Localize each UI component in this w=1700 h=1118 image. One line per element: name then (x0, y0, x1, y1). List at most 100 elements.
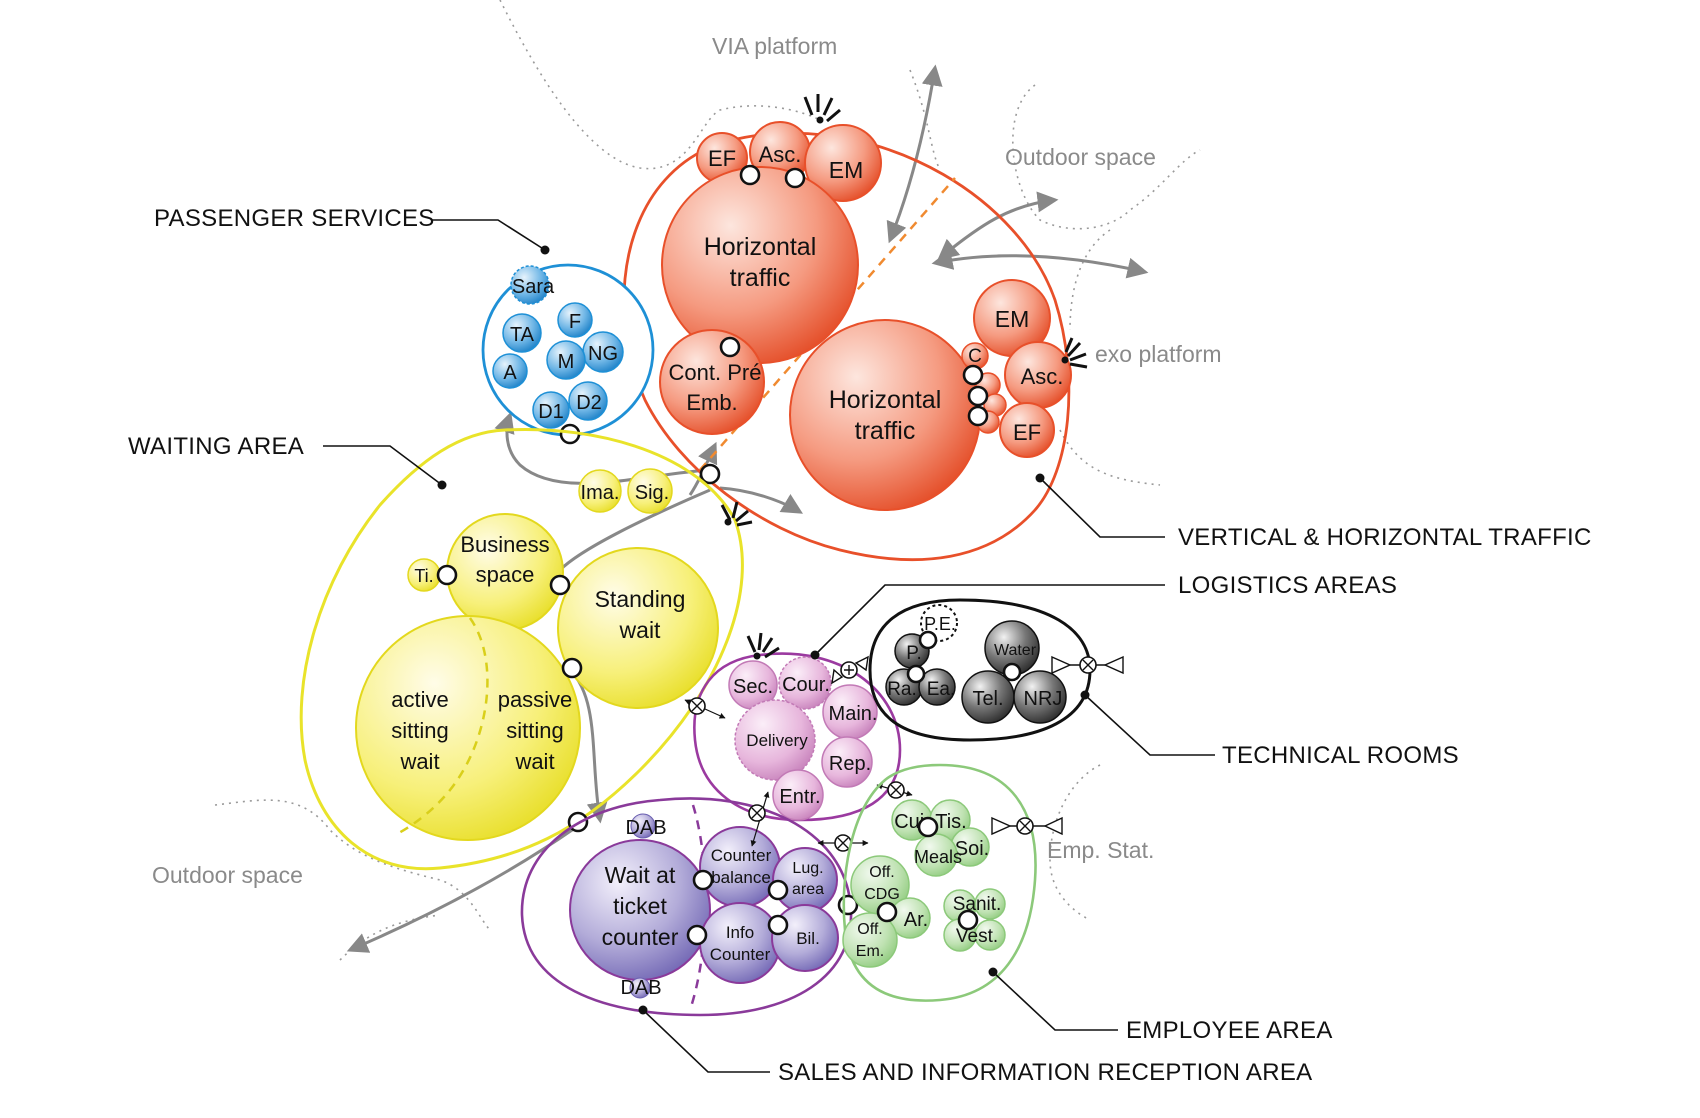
dab-top-label: DAB (625, 817, 666, 839)
passenger-services-zone: Sara TA F NG M A D1 D2 (481, 263, 655, 445)
traffic-node-c (962, 364, 984, 386)
traffic-node-asc-em (784, 167, 806, 189)
soi-label: Soi. (955, 838, 989, 860)
callout-passenger-services: PASSENGER SERVICES (154, 205, 435, 232)
tis-label: Tis. (935, 811, 966, 833)
cour-bubble (778, 656, 832, 710)
sig-bubble (627, 468, 673, 514)
nrj-label: NRJ (1024, 688, 1063, 710)
sec-label: Sec. (733, 676, 773, 698)
d1-label: D1 (538, 401, 564, 423)
m-bubble (546, 340, 586, 380)
callout-employee: EMPLOYEE AREA (1126, 1017, 1333, 1044)
entr-bubble (772, 769, 824, 821)
counter-balance-bubble (699, 826, 781, 908)
access-marker-via-icon (803, 94, 841, 123)
emp-stat-label: Emp. Stat. (1047, 837, 1154, 863)
traffic-node-3 (967, 405, 989, 427)
bil-label: Bil. (796, 929, 820, 948)
ef-right-label: EF (1013, 420, 1041, 445)
employee-boundary (842, 763, 1037, 1002)
ti-label: Ti. (414, 566, 433, 586)
lug-area-bubble (772, 847, 838, 913)
ar-label: Ar. (904, 909, 928, 931)
waiting-boundary (299, 427, 744, 871)
boundary-via-left (499, 0, 821, 170)
f-label: F (569, 311, 581, 333)
bil-bubble (771, 904, 839, 972)
arrow-outdoor-2 (931, 249, 1149, 279)
technical-node-pe (918, 630, 938, 650)
ef-top-label: EF (708, 146, 736, 171)
lug-area-label: Lug.area (792, 860, 824, 898)
callout-waiting-area: WAITING AREA (128, 433, 304, 460)
f-bubble (557, 302, 593, 338)
nrj-bubble (1013, 670, 1067, 724)
sales-node-lug (767, 879, 789, 901)
a-label: A (503, 362, 517, 384)
ef-right-bubble (999, 402, 1055, 458)
arrow-to-outdoor (346, 826, 576, 953)
valve-sales-logistics-icon (748, 791, 770, 847)
ima-bubble (578, 469, 622, 513)
vest-bubble-2 (974, 919, 1006, 951)
ea-label: Ea. (927, 679, 956, 700)
off-em-bubble (842, 912, 898, 968)
traffic-node-horiz-cont (719, 336, 741, 358)
em-top-bubble (804, 124, 882, 202)
valve-employee-exterior-icon (991, 816, 1063, 836)
d2-bubble (568, 381, 608, 421)
technical-boundary (868, 598, 1092, 742)
dab-bottom-label: DAB (620, 977, 661, 999)
boundary-emp-stat (1049, 764, 1101, 921)
water-label: Water (994, 642, 1037, 659)
traffic-node-entry (699, 463, 721, 485)
callout-technical: TECHNICAL ROOMS (1222, 742, 1459, 769)
sales-boundary (520, 797, 853, 1017)
off-cdg-label: Off.CDG (864, 864, 900, 903)
exo-platform-label: exo platform (1095, 341, 1222, 367)
rep-bubble (821, 736, 873, 788)
traffic-node-2 (967, 385, 989, 407)
boundary-exo-bottom (1059, 429, 1161, 486)
valve-logistics-employee-icon (876, 781, 913, 799)
sitting-divider (394, 617, 489, 837)
delivery-bubble (734, 699, 816, 781)
off-em-label: Off.Em. (856, 921, 884, 960)
cour-label: Cour. (782, 674, 830, 696)
employee-zone: Cui. Tis. Soi. Meals Off.CDG Ar. Off.Em.… (842, 763, 1063, 1002)
ra-label: Ra. (887, 679, 917, 700)
technical-node-water (1002, 662, 1022, 682)
sanit-bubble-2 (974, 888, 1006, 920)
employee-node-ar (876, 901, 898, 923)
meals-label: Meals (914, 847, 962, 867)
vest-label: Vest. (956, 926, 998, 947)
sara-label: Sara (512, 276, 555, 298)
boundary-outdoor-left2 (339, 914, 441, 961)
dab-top-bubble (630, 813, 656, 839)
em-top-label: EM (829, 157, 864, 183)
cont-pre-emb-bubble (659, 329, 765, 435)
callout-sales: SALES AND INFORMATION RECEPTION AREA (778, 1059, 1312, 1086)
c-label: C (968, 346, 982, 367)
boundary-exo-top (1069, 229, 1111, 331)
sales-node-bil (767, 914, 789, 936)
meals-bubble (914, 833, 958, 877)
waiting-node-business (549, 574, 571, 596)
boundary-outdoor-top (1012, 84, 1201, 230)
ng-label: NG (588, 343, 618, 365)
callout-traffic: VERTICAL & HORIZONTAL TRAFFIC (1178, 524, 1592, 551)
info-counter-bubble (699, 902, 781, 984)
entr-label: Entr. (779, 786, 820, 808)
employee-node-sanit (957, 909, 979, 931)
p-label: P. (906, 643, 922, 664)
